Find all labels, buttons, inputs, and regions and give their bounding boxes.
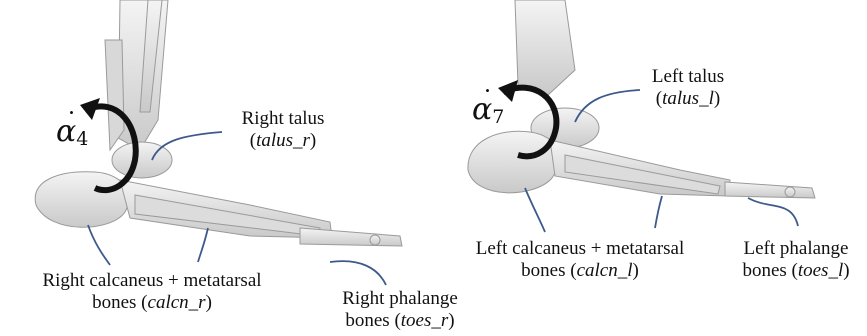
right-calcaneus-code: calcn_r bbox=[148, 292, 206, 313]
right-phalange-leader bbox=[330, 261, 386, 285]
right-calcaneus-leader-b bbox=[198, 228, 208, 262]
right-talus-bone bbox=[112, 142, 172, 178]
left-talus-title: Left talus bbox=[628, 66, 748, 88]
left-calcaneus-bone bbox=[468, 131, 559, 193]
left-calcaneus-code-line: bones (calcn_l) bbox=[440, 260, 720, 282]
right-talus-code-line: (talus_r) bbox=[218, 130, 348, 152]
right-angle-symbol: ˙α4 bbox=[56, 114, 88, 150]
left-calcaneus-title: Left calcaneus + metatarsal bbox=[440, 238, 720, 260]
left-talus-label: Left talus (talus_l) bbox=[628, 66, 748, 110]
left-phalange-title: Left phalange bbox=[726, 238, 866, 260]
left-angle-subscript: 7 bbox=[492, 106, 504, 128]
right-calcaneus-label: Right calcaneus + metatarsal bones (calc… bbox=[2, 270, 302, 314]
left-toe-joint bbox=[785, 187, 795, 197]
right-calcaneus-bone bbox=[35, 172, 129, 228]
right-angle-subscript: 4 bbox=[76, 128, 88, 150]
left-phalanges bbox=[725, 182, 815, 198]
left-phalange-code: toes_l bbox=[798, 260, 843, 281]
right-talus-code: talus_r bbox=[256, 130, 310, 151]
left-talus-code-line: (talus_l) bbox=[628, 88, 748, 110]
left-calcaneus-label: Left calcaneus + metatarsal bones (calcn… bbox=[440, 238, 720, 282]
right-phalange-label: Right phalange bones (toes_r) bbox=[320, 288, 480, 332]
left-tibia bbox=[515, 0, 575, 95]
right-toe-joint bbox=[370, 235, 380, 245]
right-phalange-title: Right phalange bbox=[320, 288, 480, 310]
left-phalange-leader bbox=[748, 198, 798, 226]
left-calcaneus-leader-a bbox=[525, 188, 545, 232]
right-talus-title: Right talus bbox=[218, 108, 348, 130]
right-calcaneus-code-line: bones (calcn_r) bbox=[2, 292, 302, 314]
right-angle-dot: ˙ bbox=[65, 108, 78, 138]
left-angle-dot: ˙ bbox=[481, 86, 494, 116]
right-phalanges bbox=[300, 228, 402, 246]
right-phalange-code-line: bones (toes_r) bbox=[320, 310, 480, 332]
left-calcaneus-code: calcn_l bbox=[577, 260, 633, 281]
left-angle-symbol: ˙α7 bbox=[472, 92, 504, 128]
right-calcaneus-leader-a bbox=[88, 225, 110, 265]
right-talus-label: Right talus (talus_r) bbox=[218, 108, 348, 152]
left-calcaneus-leader-b bbox=[655, 196, 662, 228]
left-phalange-label: Left phalange bones (toes_l) bbox=[726, 238, 866, 282]
left-talus-code: talus_l bbox=[662, 88, 714, 109]
right-phalange-code: toes_r bbox=[401, 310, 449, 331]
left-phalange-code-line: bones (toes_l) bbox=[726, 260, 866, 282]
right-calcaneus-title: Right calcaneus + metatarsal bbox=[2, 270, 302, 292]
right-shin-shadow bbox=[105, 40, 124, 150]
